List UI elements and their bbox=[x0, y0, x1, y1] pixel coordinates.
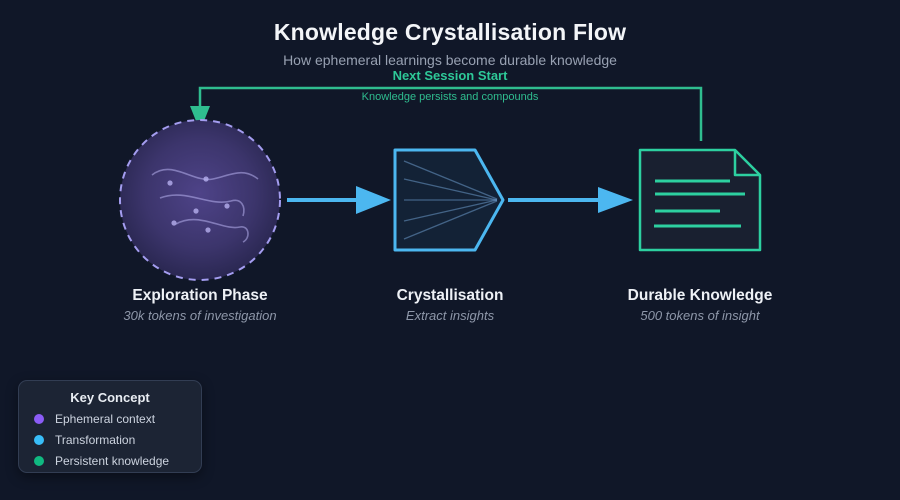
persistent-knowledge-dot-icon bbox=[34, 456, 44, 466]
arrow-exploration-to-crystallisation-head-icon bbox=[356, 186, 391, 214]
arrow-crystallisation-to-durable-head-icon bbox=[598, 187, 633, 213]
legend-item-persistent: Persistent knowledge bbox=[34, 454, 201, 468]
crystallisation-node-funnel bbox=[393, 148, 505, 252]
page-title: Knowledge Crystallisation Flow bbox=[273, 19, 627, 45]
document-text-lines bbox=[654, 179, 745, 228]
feedback-loop-label: Knowledge persists and compounds bbox=[361, 91, 539, 103]
legend-item-label: Persistent knowledge bbox=[55, 454, 170, 468]
next-session-start-label: Next Session Start bbox=[392, 68, 508, 83]
document-folded-corner-icon bbox=[733, 150, 760, 177]
legend-item-ephemeral: Ephemeral context bbox=[34, 412, 201, 426]
feedback-loop-line bbox=[198, 86, 703, 141]
legend-item-label: Ephemeral context bbox=[55, 412, 156, 426]
durable-knowledge-document bbox=[638, 148, 762, 252]
durable-node-label: Durable Knowledge bbox=[627, 287, 773, 304]
crystallisation-node-label: Crystallisation bbox=[396, 287, 504, 304]
exploration-node-label: Exploration Phase bbox=[132, 287, 268, 304]
exploration-dots bbox=[167, 176, 230, 233]
durable-node-sublabel: 500 tokens of insight bbox=[640, 308, 760, 323]
crystallisation-converging-lines bbox=[403, 160, 498, 240]
legend-item-label: Transformation bbox=[55, 433, 136, 447]
feedback-loop-arrowhead-icon bbox=[190, 106, 210, 131]
legend-panel: Key Concept Ephemeral context Transforma… bbox=[18, 380, 202, 473]
legend-title: Key Concept bbox=[70, 390, 150, 405]
page-subtitle: How ephemeral learnings become durable k… bbox=[283, 52, 617, 68]
crystallisation-node-sublabel: Extract insights bbox=[405, 308, 495, 323]
exploration-node-circle bbox=[119, 119, 281, 281]
transformation-dot-icon bbox=[34, 435, 44, 445]
exploration-squiggles bbox=[151, 168, 259, 243]
exploration-node-sublabel: 30k tokens of investigation bbox=[123, 308, 277, 323]
ephemeral-context-dot-icon bbox=[34, 414, 44, 424]
legend-item-transformation: Transformation bbox=[34, 433, 201, 447]
